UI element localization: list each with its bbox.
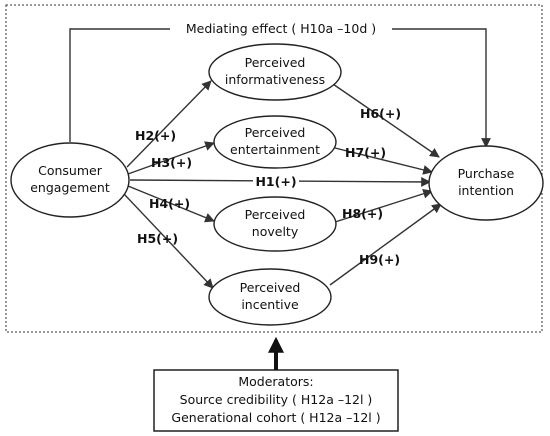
edge-label-h7: H7(+) xyxy=(345,145,386,160)
edge-h9 xyxy=(329,203,442,286)
edge-label-h2: H2(+) xyxy=(135,128,176,143)
moderator-source-credibility: Source credibility ( H12a –12l ) xyxy=(180,392,373,407)
edge-h7 xyxy=(334,147,433,175)
node-novelty-line2: novelty xyxy=(252,224,299,239)
edge-label-h1: H1(+) xyxy=(255,174,296,189)
edge-label-h4: H4(+) xyxy=(149,196,190,211)
edge-h4 xyxy=(127,185,215,223)
moderator-generational-cohort: Generational cohort ( H12a –12l ) xyxy=(171,410,380,425)
mediating-effect-label: Mediating effect ( H10a –10d ) xyxy=(186,21,376,36)
node-entertainment-line1: Perceived xyxy=(245,125,306,140)
node-perceived-incentive: Perceived incentive xyxy=(208,268,332,326)
edge-h2 xyxy=(126,80,212,168)
edge-h5 xyxy=(123,193,214,289)
edge-label-h8: H8(+) xyxy=(342,206,383,221)
node-entertainment-line2: entertainment xyxy=(230,142,320,157)
node-informativeness-line2: informativeness xyxy=(225,72,325,87)
moderators-box: Moderators: Source credibility ( H12a –1… xyxy=(153,369,399,432)
node-consumer-line1: Consumer xyxy=(38,163,103,178)
node-incentive-line1: Perceived xyxy=(240,280,301,295)
edge-label-h9: H9(+) xyxy=(359,252,400,267)
edge-label-h3: H3(+) xyxy=(151,155,192,170)
node-perceived-entertainment: Perceived entertainment xyxy=(213,115,337,169)
edge-h6 xyxy=(329,81,440,158)
edge-label-h5: H5(+) xyxy=(137,231,178,246)
node-incentive-line2: incentive xyxy=(241,297,299,312)
mediating-label-bg xyxy=(170,19,392,39)
moderators-title: Moderators: xyxy=(238,374,313,389)
edge-label-h6: H6(+) xyxy=(360,106,401,121)
node-purchase-line1: Purchase xyxy=(458,166,515,181)
edge-label-h1-bg xyxy=(253,174,299,189)
node-perceived-informativeness: Perceived informativeness xyxy=(208,43,342,101)
node-consumer-engagement: Consumer engagement xyxy=(10,142,130,218)
node-purchase-intention: Purchase intention xyxy=(428,145,544,221)
node-informativeness-line1: Perceived xyxy=(245,55,306,70)
node-novelty-line1: Perceived xyxy=(245,207,306,222)
edge-h8 xyxy=(334,189,433,223)
model-boundary xyxy=(5,4,543,333)
node-consumer-line2: engagement xyxy=(30,180,110,195)
edge-h3 xyxy=(127,141,215,175)
node-perceived-novelty: Perceived novelty xyxy=(213,196,337,252)
node-purchase-line2: intention xyxy=(458,183,514,198)
